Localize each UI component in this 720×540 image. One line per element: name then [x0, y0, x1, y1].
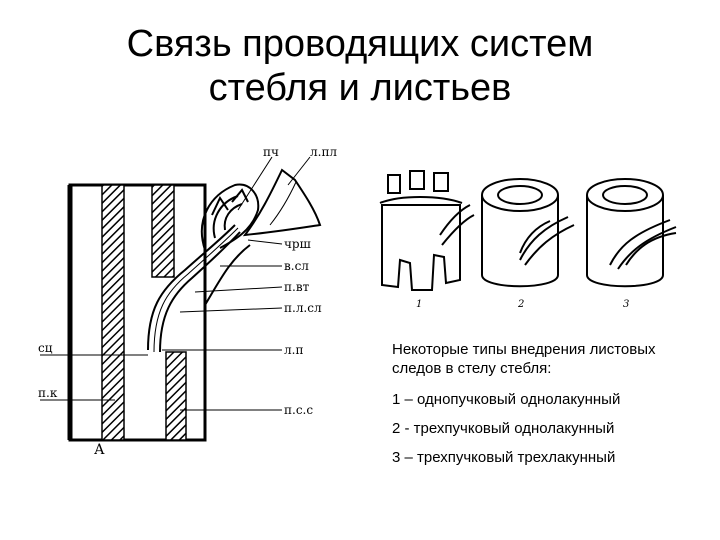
label-lp: л.п: [284, 343, 303, 357]
left-vascular-strand: [101, 184, 125, 441]
stele-label-3: 3: [623, 299, 629, 310]
stem-leaf-trace-diagram: пч л.пл чрш в.сл п.вт п.л.сл л.п сц п.к …: [38, 145, 337, 458]
caption-intro: Некоторые типы внедрения листовых следов…: [392, 341, 656, 377]
label-pk: п.к: [38, 386, 58, 400]
stele-type-1: [379, 170, 475, 291]
stele-type-2: [481, 178, 575, 288]
right-vascular-strand-upper: [151, 184, 175, 278]
stem-outline: [67, 183, 207, 442]
stele-types-diagram: 1 2 3: [379, 170, 677, 310]
title-line-2: стебля и листьев: [208, 67, 512, 109]
slide-title: Связь проводящих систем стебля и листьев: [0, 22, 720, 110]
stele-label-1: 1: [416, 299, 422, 310]
bud: [200, 183, 260, 251]
leader-lines: [40, 156, 311, 411]
caption-item-3: 3 – трехпучковый трехлакунный: [392, 449, 616, 466]
label-plsl: п.л.сл: [284, 301, 322, 315]
title-line-1: Связь проводящих систем: [126, 23, 594, 65]
label-pch: пч: [263, 145, 279, 159]
label-sc: сц: [38, 341, 53, 355]
label-pvt: п.вт: [284, 280, 310, 294]
stele-types-caption: Некоторые типы внедрения листовых следов…: [392, 340, 692, 477]
caption-item-1: 1 – однопучковый однолакунный: [392, 391, 621, 408]
leaf-trace: [147, 224, 251, 353]
label-lpl: л.пл: [310, 145, 337, 159]
label-psc: п.с.с: [284, 403, 313, 417]
stele-label-2: 2: [517, 299, 524, 310]
right-vascular-strand-lower: [165, 351, 187, 441]
leaf-blade: [242, 168, 322, 237]
label-chrsh: чрш: [284, 237, 311, 251]
caption-item-2: 2 - трехпучковый однолакунный: [392, 420, 615, 437]
label-a: А: [94, 442, 105, 458]
label-vsl: в.сл: [284, 259, 309, 273]
stele-type-3: [586, 178, 677, 288]
